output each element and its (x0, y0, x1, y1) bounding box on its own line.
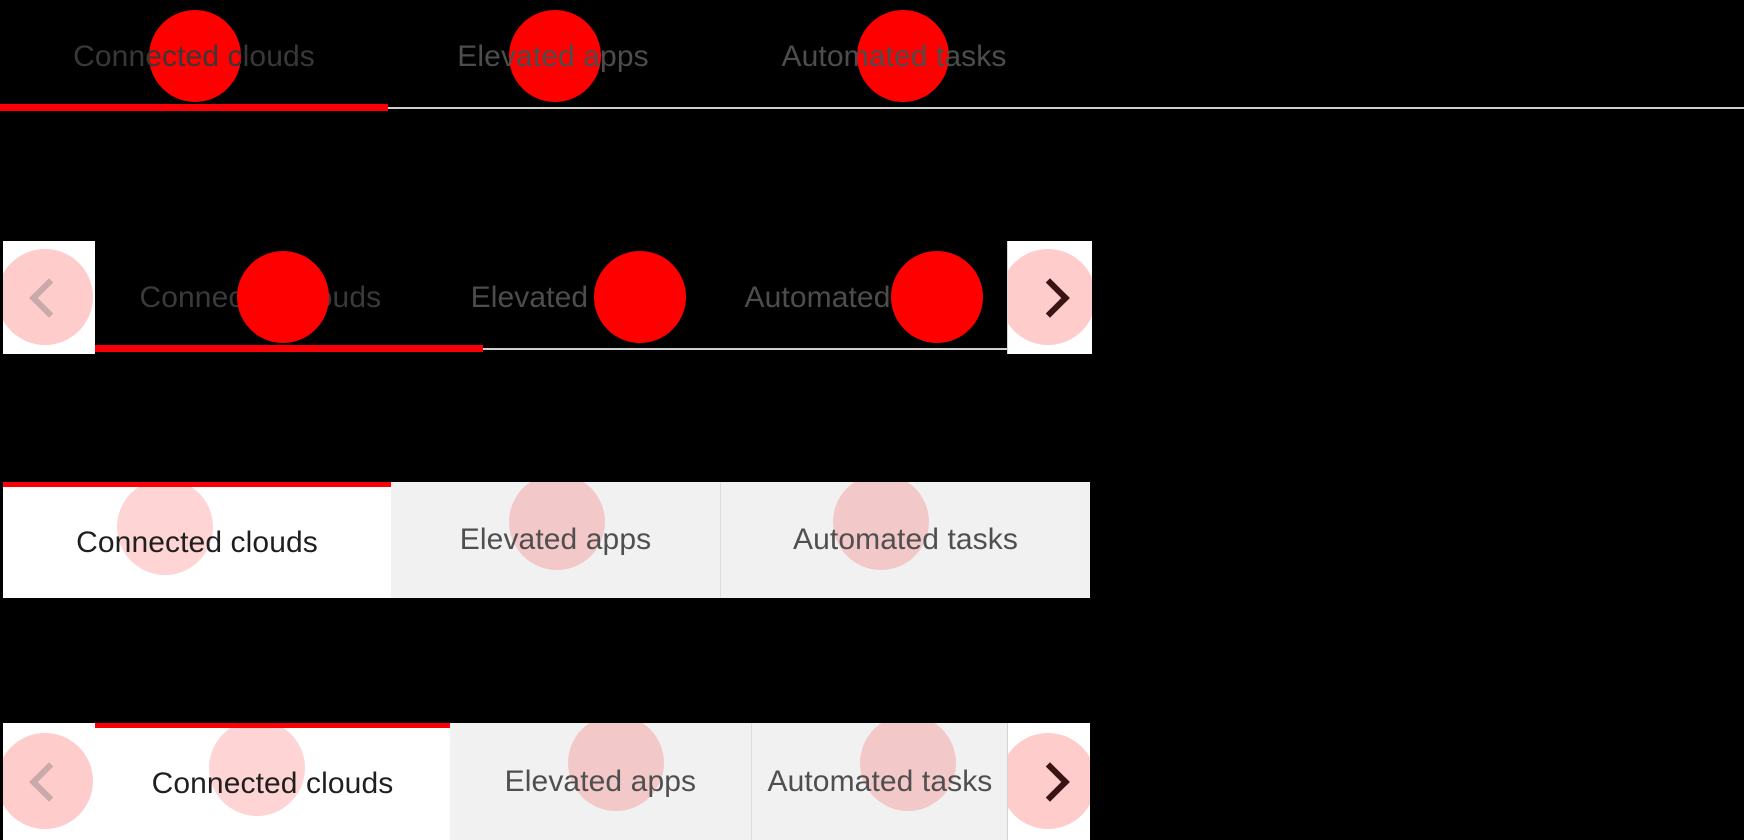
tablist-underline: Connected clouds Elevated apps Automated… (0, 0, 1744, 113)
scroll-prev-button[interactable] (3, 241, 95, 354)
chevron-left-icon (29, 277, 69, 318)
tablist-baseline (0, 107, 1744, 109)
tablist-boxed-scroll[interactable]: Connected clouds Elevated apps Automated… (95, 723, 1008, 840)
scroll-prev-button[interactable] (3, 723, 95, 840)
selected-tab-indicator (0, 104, 388, 111)
tab-elevated-apps[interactable]: Elevated apps (426, 241, 707, 354)
tab-label: Elevated apps (470, 280, 663, 314)
tab-elevated-apps[interactable]: Elevated apps (449, 723, 752, 840)
selected-tab-indicator (95, 345, 483, 352)
chevron-left-icon (29, 761, 69, 802)
tab-elevated-apps[interactable]: Elevated apps (391, 482, 721, 598)
tablist-underline-scroll[interactable]: Connected clouds Elevated apps Automated… (95, 241, 1007, 354)
tab-label: Automated tasks (781, 39, 1007, 73)
tab-label: Elevated apps (457, 39, 649, 73)
tab-connected-clouds[interactable]: Connected clouds (3, 482, 391, 598)
tab-label: Automated tasks (744, 280, 970, 314)
tab-automated-tasks[interactable]: Automated tasks (721, 482, 1090, 598)
tab-label: Connected clouds (139, 280, 382, 314)
variant-boxed-tabs-carousel: Connected clouds Elevated apps Automated… (3, 723, 1090, 840)
chevron-right-icon (1030, 277, 1070, 318)
variant-underline-tabs: Connected clouds Elevated apps Automated… (0, 0, 1744, 113)
tab-automated-tasks[interactable]: Automated tasks (751, 723, 1008, 840)
variant-boxed-tabs: Connected clouds Elevated apps Automated… (3, 482, 1090, 598)
scroll-next-button[interactable] (1007, 723, 1090, 840)
scroll-next-button[interactable] (1007, 241, 1092, 354)
tab-connected-clouds[interactable]: Connected clouds (0, 0, 388, 113)
tab-label: Connected clouds (76, 525, 318, 559)
tab-elevated-apps[interactable]: Elevated apps (388, 0, 718, 113)
tab-connected-clouds[interactable]: Connected clouds (95, 723, 450, 840)
tab-label: Connected clouds (151, 767, 394, 800)
tab-automated-tasks[interactable]: Automated tasks (707, 241, 1007, 354)
tab-connected-clouds[interactable]: Connected clouds (95, 241, 426, 354)
tab-label: Automated tasks (767, 764, 993, 798)
tab-label: Elevated apps (504, 764, 697, 798)
tab-label: Connected clouds (73, 39, 315, 73)
variant-underline-tabs-carousel: Connected clouds Elevated apps Automated… (0, 241, 1092, 354)
chevron-right-icon (1029, 761, 1070, 802)
tab-label: Automated tasks (793, 523, 1018, 556)
tab-label: Elevated apps (459, 523, 652, 556)
tab-automated-tasks[interactable]: Automated tasks (718, 0, 1070, 113)
tablist-baseline (95, 348, 1007, 350)
